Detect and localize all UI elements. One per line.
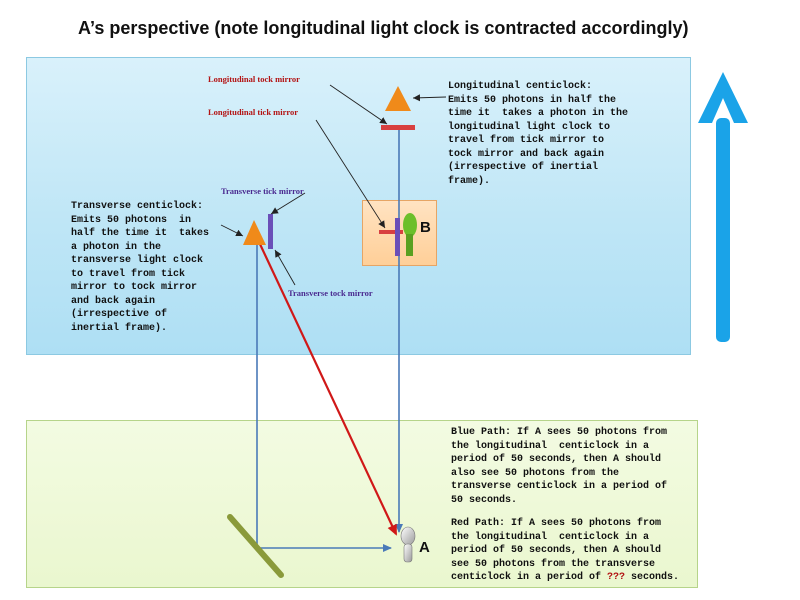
observer-a-label: A xyxy=(419,539,430,556)
longitudinal-tock-mirror-label: Longitudinal tock mirror xyxy=(208,74,300,84)
transverse-tick-mirror-label: Transverse tick mirror xyxy=(221,186,304,196)
observer-a-bulb-icon xyxy=(400,526,416,563)
longitudinal-tick-mirror-label: Longitudinal tick mirror xyxy=(208,107,299,117)
b-transverse-mirror xyxy=(395,218,400,256)
longitudinal-clock-triangle-icon xyxy=(385,86,411,111)
red-path xyxy=(258,241,397,536)
red-path-text-main: Red Path: If A sees 50 photons from the … xyxy=(451,518,662,583)
mirror-icon xyxy=(227,514,284,578)
longitudinal-tick-mirror xyxy=(379,230,403,234)
callout-arrows xyxy=(220,84,447,286)
a-frame-panel xyxy=(26,420,698,588)
red-path-text-end: seconds. xyxy=(625,572,680,583)
transverse-tick-mirror xyxy=(268,214,273,249)
red-path-text: Red Path: If A sees 50 photons from the … xyxy=(451,517,679,585)
longitudinal-tock-mirror xyxy=(381,125,415,130)
observer-b-label: B xyxy=(420,219,431,236)
transverse-clock-triangle-icon xyxy=(243,220,266,245)
bulb-icon xyxy=(403,213,417,256)
page-title: A’s perspective (note longitudinal light… xyxy=(78,18,689,38)
unknown-seconds: ??? xyxy=(607,572,626,583)
blue-path xyxy=(256,127,403,552)
longitudinal-centiclock-text: Longitudinal centiclock: Emits 50 photon… xyxy=(448,81,629,187)
transverse-tock-mirror-label: Transverse tock mirror xyxy=(288,288,373,298)
transverse-centiclock-text: Transverse centiclock: Emits 50 photons … xyxy=(71,201,210,334)
up-arrow-icon xyxy=(698,72,748,342)
b-frame-panel xyxy=(26,57,691,355)
blue-path-text: Blue Path: If A sees 50 photons from the… xyxy=(451,427,668,506)
